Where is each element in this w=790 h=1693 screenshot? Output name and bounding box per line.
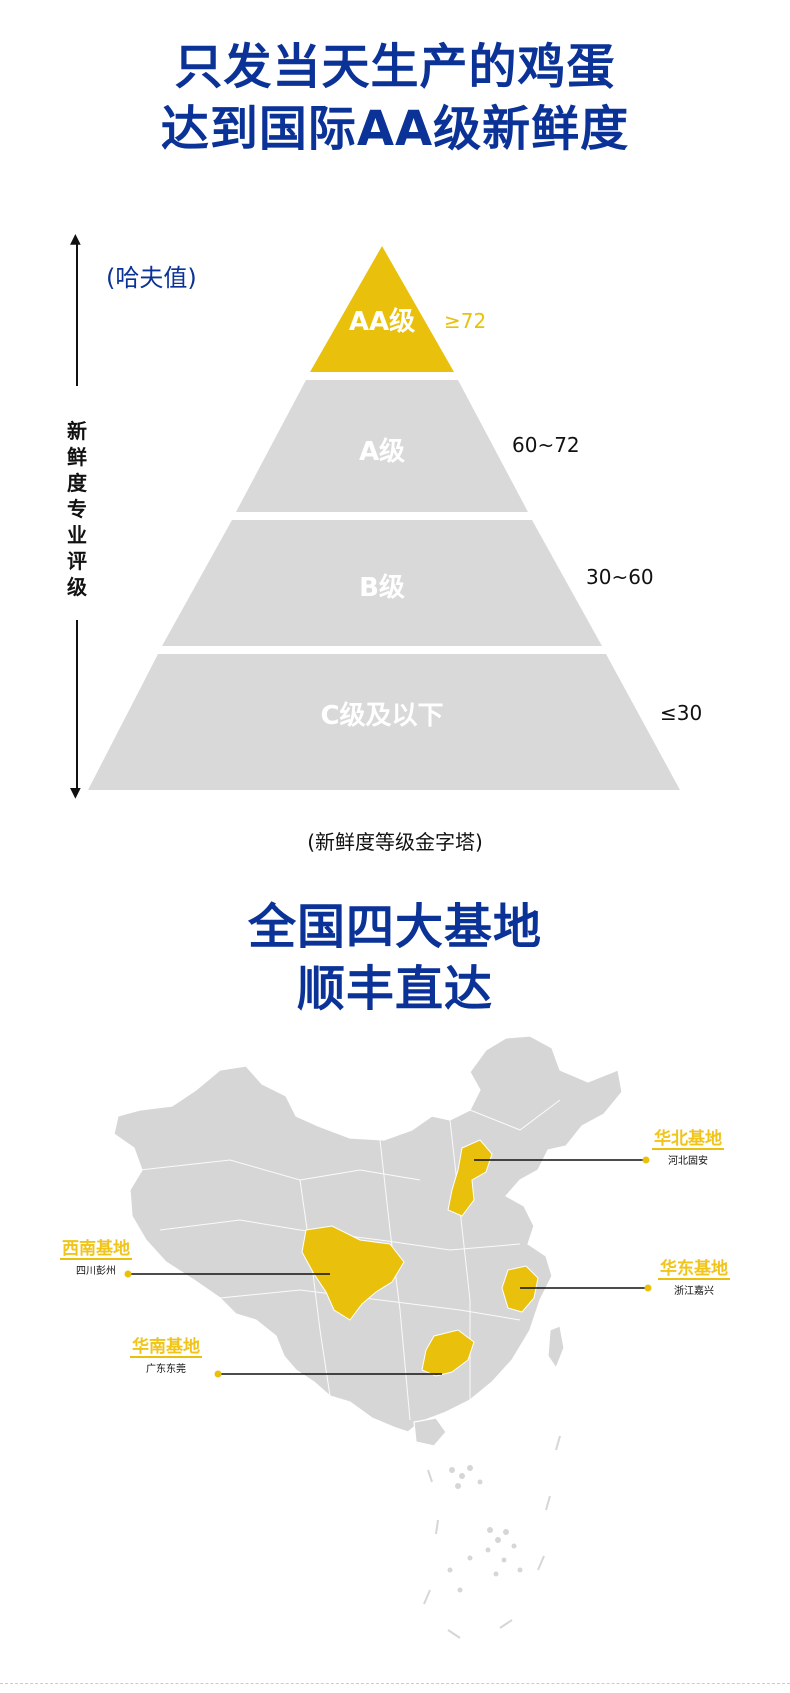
province-hebei bbox=[447, 1139, 493, 1217]
base-label-south: 华南基地 广东东莞 bbox=[130, 1336, 202, 1375]
pyramid-tier-c bbox=[88, 654, 680, 790]
haugh-unit-label: (哈夫值) bbox=[106, 264, 197, 292]
province-zhejiang bbox=[501, 1265, 539, 1313]
range-label-c: ≤30 bbox=[660, 701, 702, 725]
map-mainland bbox=[113, 1035, 623, 1447]
top-headline-line1: 只发当天生产的鸡蛋 bbox=[174, 39, 616, 95]
map-headline: 全国四大基地 顺丰直达 bbox=[0, 896, 790, 1020]
province-sichuan bbox=[301, 1225, 405, 1321]
map-highlighted-provinces bbox=[301, 1139, 539, 1377]
tier-label-c: C级及以下 bbox=[320, 700, 443, 731]
base-location-south: 广东东莞 bbox=[146, 1362, 186, 1375]
top-headline-line2: 达到国际AA级新鲜度 bbox=[160, 101, 630, 157]
bottom-divider bbox=[0, 1683, 790, 1684]
axis-line-top bbox=[76, 240, 78, 386]
base-name-north: 华北基地 bbox=[654, 1128, 722, 1149]
map-outline bbox=[113, 1035, 623, 1433]
range-label-b: 30~60 bbox=[586, 565, 654, 589]
base-location-north: 河北固安 bbox=[668, 1154, 708, 1167]
top-headline: 只发当天生产的鸡蛋 达到国际AA级新鲜度 bbox=[0, 36, 790, 160]
range-label-aa: ≥72 bbox=[444, 309, 486, 333]
base-label-southwest: 西南基地 四川彭州 bbox=[60, 1238, 132, 1277]
province-guangdong bbox=[421, 1329, 475, 1377]
tier-label-aa: AA级 bbox=[349, 306, 415, 337]
map-south-sea-islands bbox=[447, 1465, 523, 1593]
map-headline-line2: 顺丰直达 bbox=[296, 961, 493, 1017]
base-location-east: 浙江嘉兴 bbox=[674, 1284, 714, 1297]
china-map: 华北基地 河北固安 西南基地 四川彭州 华东基地 浙江嘉兴 华南基地 广东东莞 bbox=[60, 1035, 730, 1639]
tier-label-a: A级 bbox=[359, 436, 405, 467]
map-taiwan bbox=[547, 1325, 565, 1370]
tier-label-b: B级 bbox=[359, 572, 405, 603]
arrow-up-icon: ▲ bbox=[70, 231, 81, 247]
base-name-south: 华南基地 bbox=[132, 1336, 200, 1357]
pyramid-tier-aa bbox=[310, 246, 454, 372]
map-nine-dash-line bbox=[423, 1435, 561, 1639]
base-name-southwest: 西南基地 bbox=[62, 1238, 130, 1259]
freshness-pyramid: AA级 A级 B级 C级及以下 ≥72 60~72 30~60 ≤30 bbox=[88, 246, 702, 790]
range-label-a: 60~72 bbox=[512, 433, 580, 457]
map-hainan bbox=[413, 1417, 447, 1447]
base-name-east: 华东基地 bbox=[660, 1258, 728, 1279]
map-connector-lines bbox=[128, 1159, 648, 1375]
map-connector-dots bbox=[124, 1156, 652, 1378]
axis-line-bottom bbox=[76, 620, 78, 792]
base-location-southwest: 四川彭州 bbox=[76, 1264, 116, 1277]
pyramid-tier-b bbox=[162, 520, 602, 646]
base-label-east: 华东基地 浙江嘉兴 bbox=[658, 1258, 730, 1297]
axis-label: 新鲜度专业评级 bbox=[67, 419, 87, 599]
pyramid-tier-a bbox=[236, 380, 528, 512]
pyramid-caption: (新鲜度等级金字塔) bbox=[307, 830, 483, 854]
base-label-north: 华北基地 河北固安 bbox=[652, 1128, 724, 1167]
map-headline-line1: 全国四大基地 bbox=[247, 899, 542, 955]
arrow-down-icon: ▼ bbox=[70, 785, 81, 801]
